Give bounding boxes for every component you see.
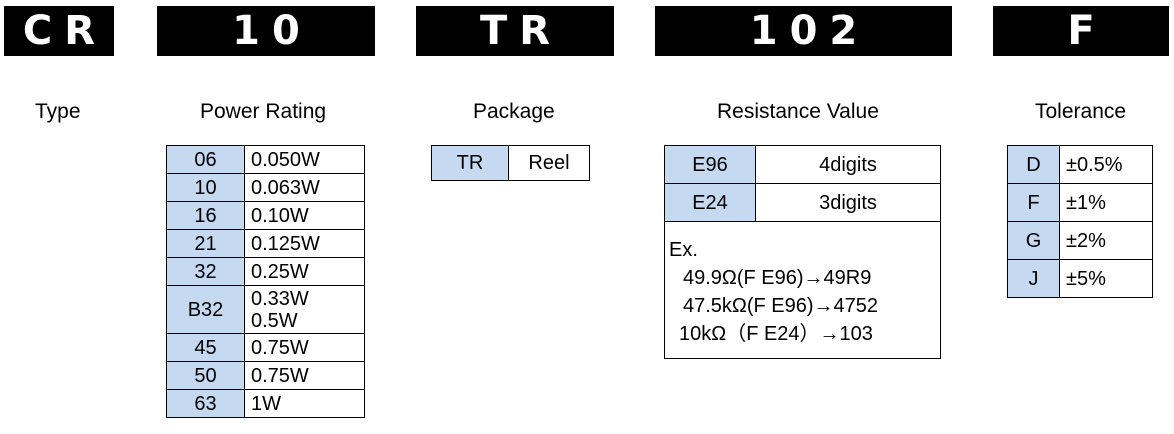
- heading-resistance: Resistance Value: [717, 100, 879, 123]
- power-value: 0.050W: [244, 145, 365, 174]
- example-label: Ex.: [669, 239, 698, 261]
- table-row: Ex. 49.9Ω(F E96)→49R9 47.5kΩ(F E96)→4752…: [664, 221, 941, 359]
- package-value: Reel: [508, 145, 590, 181]
- code-type-text: CR: [22, 8, 108, 54]
- heading-package: Package: [473, 100, 555, 123]
- power-value-line: 0.5W: [251, 309, 298, 332]
- tolerance-value: ±1%: [1059, 183, 1153, 222]
- tolerance-value: ±5%: [1059, 259, 1153, 298]
- power-code: 06: [166, 145, 245, 174]
- tolerance-value: ±2%: [1059, 221, 1153, 260]
- power-code: 32: [166, 257, 245, 286]
- power-code: 10: [166, 173, 245, 202]
- code-box-resistance: 102: [655, 6, 952, 56]
- table-row: D±0.5%: [1007, 145, 1153, 184]
- tolerance-table: D±0.5% F±1% G±2% J±5%: [1007, 145, 1153, 298]
- table-row: F±1%: [1007, 183, 1153, 222]
- power-value-line: 0.33W: [251, 287, 309, 310]
- power-code: B32: [166, 285, 245, 334]
- power-code: 63: [166, 389, 245, 418]
- resistance-code: E24: [664, 183, 756, 222]
- code-box-power: 10: [157, 6, 375, 56]
- tolerance-code: D: [1007, 145, 1060, 184]
- power-value: 0.125W: [244, 229, 365, 258]
- resistance-code: E96: [664, 145, 756, 184]
- example-line: 47.5kΩ(F E96)→4752: [683, 295, 879, 317]
- code-box-package: TR: [416, 6, 614, 56]
- resistance-example: Ex. 49.9Ω(F E96)→49R9 47.5kΩ(F E96)→4752…: [664, 221, 941, 359]
- tolerance-code: G: [1007, 221, 1060, 260]
- code-box-tolerance: F: [993, 6, 1169, 56]
- power-value: 0.25W: [244, 257, 365, 286]
- heading-type: Type: [35, 100, 81, 123]
- code-tolerance-text: F: [1067, 8, 1107, 54]
- resistance-value: 4digits: [755, 145, 941, 184]
- code-package-text: TR: [479, 8, 563, 54]
- package-code: TR: [431, 145, 509, 181]
- power-value: 1W: [244, 389, 365, 418]
- code-power-text: 10: [232, 8, 312, 54]
- code-resistance-text: 102: [749, 8, 870, 54]
- tolerance-value: ±0.5%: [1059, 145, 1153, 184]
- resistance-value: 3digits: [755, 183, 941, 222]
- example-line: 10kΩ（F E24）→103: [679, 323, 873, 345]
- power-code: 21: [166, 229, 245, 258]
- table-row: G±2%: [1007, 221, 1153, 260]
- power-value: 0.063W: [244, 173, 365, 202]
- heading-power: Power Rating: [200, 100, 327, 123]
- power-value: 0.75W: [244, 333, 365, 362]
- power-code: 50: [166, 361, 245, 390]
- tolerance-code: J: [1007, 259, 1060, 298]
- table-row: J±5%: [1007, 259, 1153, 298]
- power-code: 16: [166, 201, 245, 230]
- example-line: 49.9Ω(F E96)→49R9: [683, 267, 872, 289]
- tolerance-code: F: [1007, 183, 1060, 222]
- power-value: 0.75W: [244, 361, 365, 390]
- heading-tolerance: Tolerance: [1035, 100, 1127, 123]
- power-code: 45: [166, 333, 245, 362]
- power-value: 0.10W: [244, 201, 365, 230]
- code-box-type: CR: [4, 6, 114, 56]
